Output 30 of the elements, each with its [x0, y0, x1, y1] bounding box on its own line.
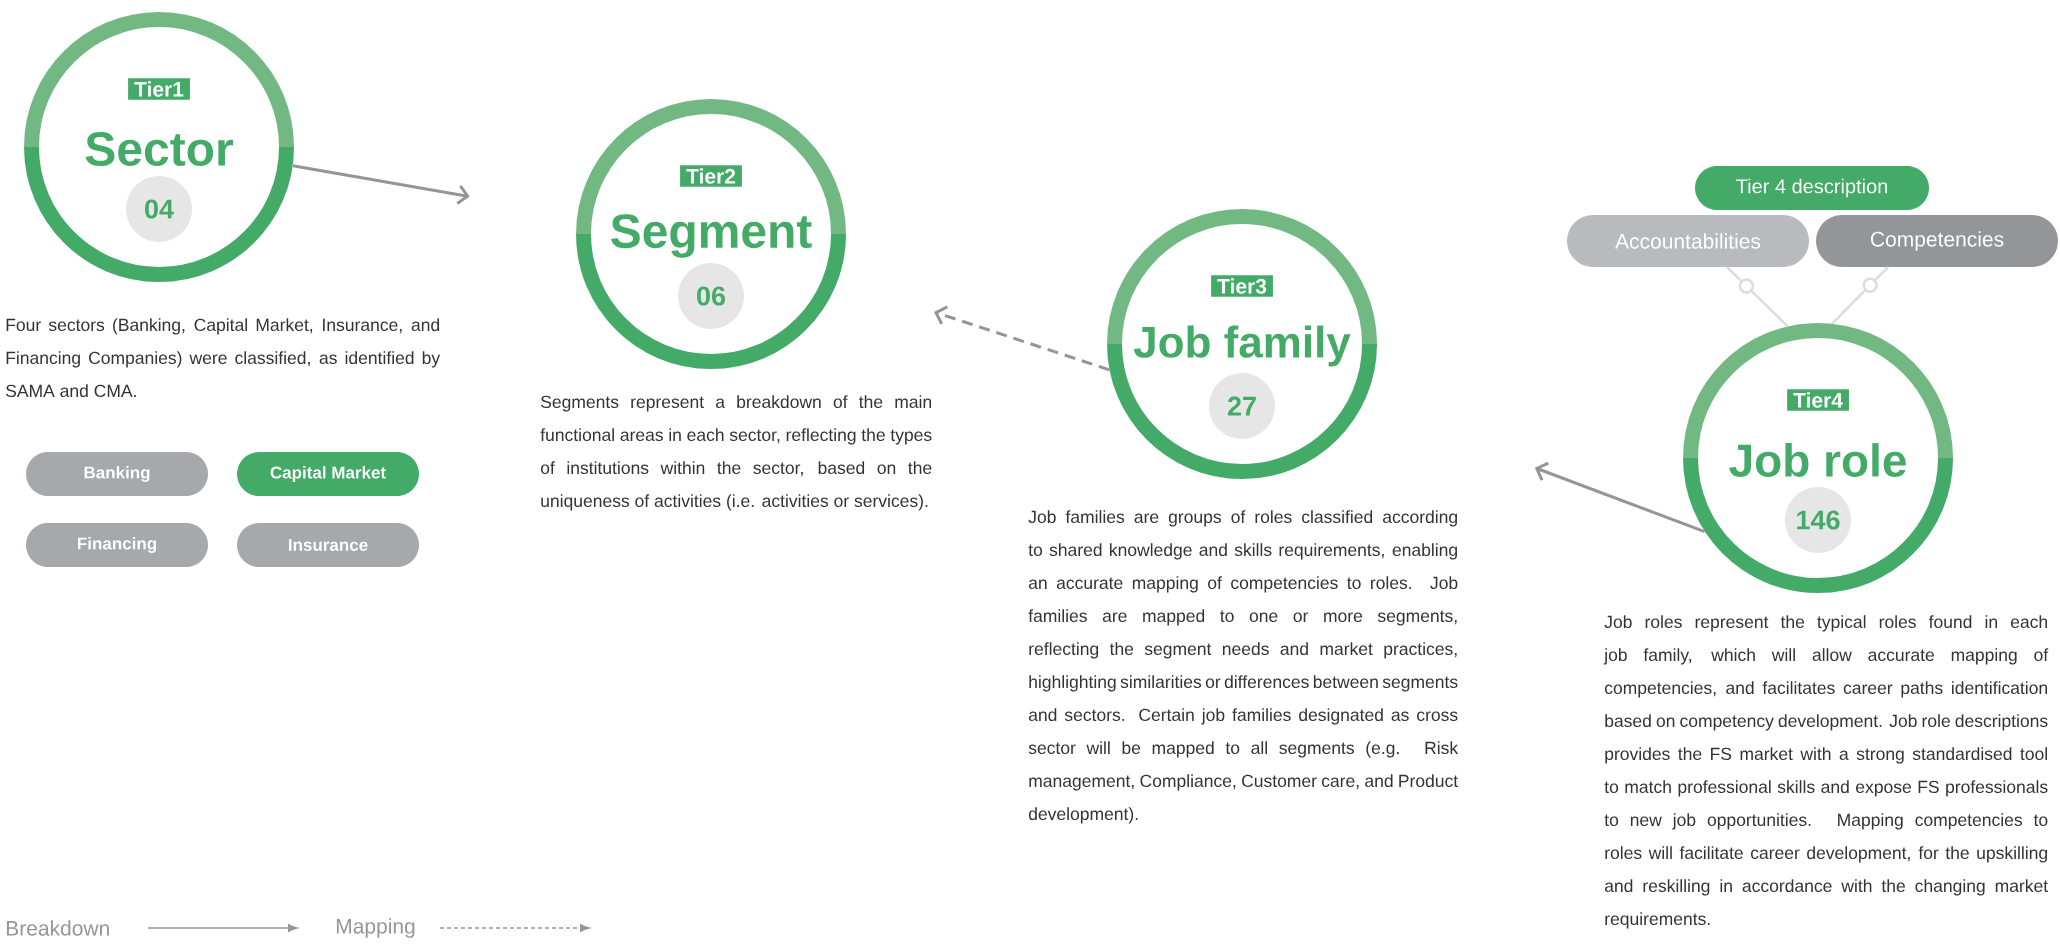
count-badge: 146: [1785, 487, 1851, 553]
description-text: Job families are groups of roles classified according to shared knowledge and skills requirements, enabling an accurate mapping of competencies to roles. Job families are mapped to one or more segments, reflecting the segment needs and market practices, highlighting similarities or differences between segments and sectors. Certain job families designated as cross sector will be mapped to all segments (e.g. Risk management, Compliance, Customer care, and Product development).: [1028, 510, 1459, 824]
tier-tag: Tier1: [128, 78, 190, 100]
pill-label: Accountabilities: [1567, 215, 1809, 267]
connector: [292, 164, 470, 205]
tier-title: Segment: [611, 214, 812, 258]
count-badge: 06: [678, 263, 744, 329]
legend-label: Mapping: [336, 918, 415, 938]
pill-label: Banking: [26, 452, 208, 496]
connector: [1534, 461, 1706, 534]
pill-label: Capital Market: [237, 452, 419, 496]
connector: [1831, 266, 1889, 325]
pill-label: Financing: [26, 523, 208, 567]
tier-tag: Tier2: [680, 165, 742, 187]
description-text: Job roles represent the typical roles found in each job family, which will allow accurate mapping of competencies, and facilitates career paths identification based on competency development. Job role descriptions provides the FS market with a strong standardised tool to match professional skills and expose FS professionals to new job opportunities. Mapping competencies to roles will facilitate career development, for the upskilling and reskilling in accordance with the changing market requirements.: [1603, 615, 2049, 929]
connector: [1726, 266, 1789, 328]
count-badge: 27: [1209, 373, 1275, 439]
tier-title: Job family: [1133, 325, 1351, 367]
description-text: Four sectors (Banking, Capital Market, Insurance, and Financing Companies) were classified, as identified by SAMA and CMA.: [6, 318, 441, 398]
connector: [933, 305, 1110, 372]
legend-label: Breakdown: [6, 920, 109, 936]
pill-label: Insurance: [237, 523, 419, 567]
tier-title: Job role: [1729, 443, 1906, 477]
pill-label: Competencies: [1816, 215, 2058, 267]
description-text: Segments represent a breakdown of the main functional areas in each sector, reflecting the types of institutions within the sector, based on the uniqueness of activities (i.e. activities or services).: [540, 395, 932, 511]
count-badge: 04: [126, 176, 192, 242]
tier-tag: Tier4: [1787, 389, 1849, 411]
tier-title: Sector: [85, 132, 233, 166]
pill-label: Tier 4 description: [1695, 166, 1929, 210]
tier-tag: Tier3: [1211, 275, 1273, 297]
